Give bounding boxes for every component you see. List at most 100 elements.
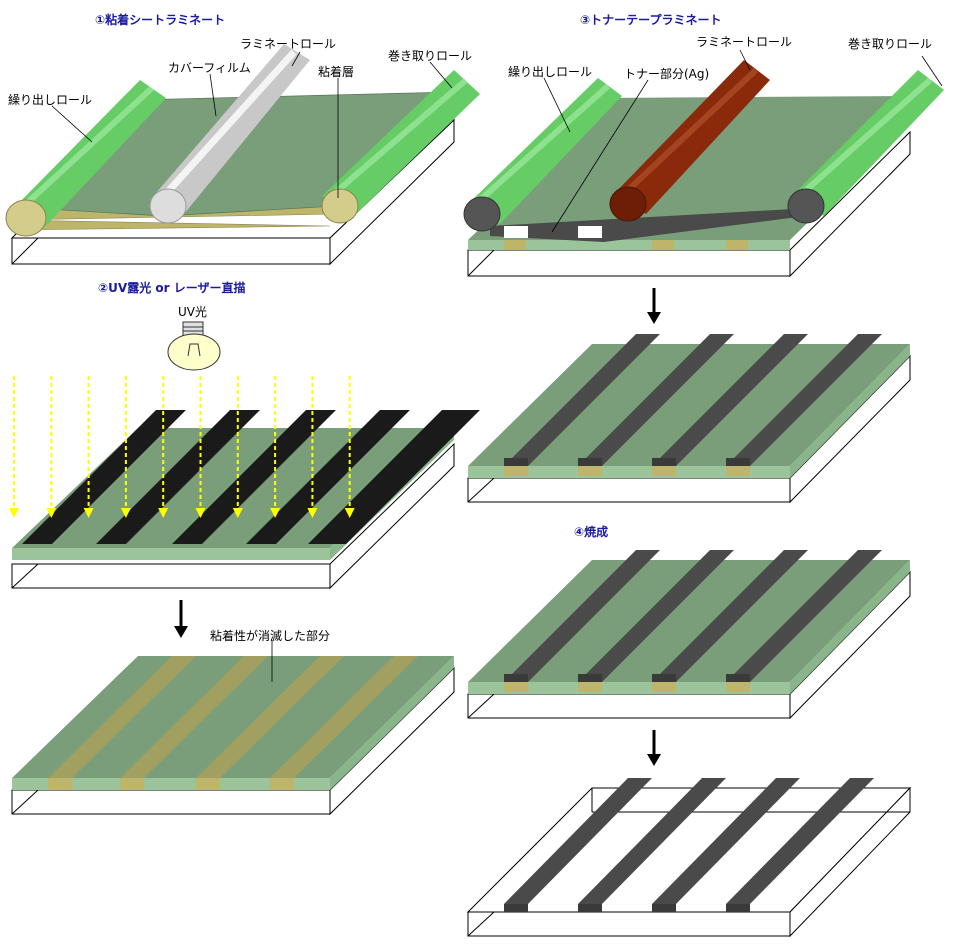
step1-laminate-roll (149, 44, 310, 224)
adhesive-pad (726, 466, 750, 476)
tack-free-edge (196, 778, 220, 790)
mask-bar (22, 410, 186, 544)
step3-laminate-roll (609, 60, 770, 222)
step2-title: ②UV露光 or レーザー直描 (98, 280, 245, 295)
mask-bar (96, 410, 260, 544)
toner-line-front (504, 458, 528, 466)
step3-leaders (543, 49, 943, 233)
uv-lamp-label: UV光 (178, 305, 207, 319)
uv-ray-head (9, 508, 19, 518)
step3-title: ③トナーテープラミネート (580, 12, 721, 27)
toner-line (726, 550, 882, 682)
toner-line (726, 334, 882, 466)
tack-free-edge (270, 778, 294, 790)
toner-line (504, 550, 660, 682)
adhesive-pad (726, 682, 750, 692)
adhesive-pad (578, 682, 602, 692)
step1-laminate-roll-label: ラミネートロール (240, 37, 336, 51)
tack-free-stripe (270, 656, 418, 778)
arrow-down-icon (647, 288, 661, 324)
fired-lines (504, 550, 882, 692)
step1-panel: ①粘着シートラミネート (5, 12, 480, 266)
step2b-panel: 粘着性が消滅した部分 (11, 628, 455, 816)
step3-laminate-roll-label: ラミネートロール (696, 35, 792, 49)
electrode-line-front (726, 904, 750, 912)
step2b-label: 粘着性が消滅した部分 (210, 628, 330, 643)
step1-cover-film-label: カバーフィルム (168, 61, 251, 75)
step2-panel: ②UV露光 or レーザー直描 UV光 (9, 280, 480, 590)
toner-line-front (578, 674, 602, 682)
toner-line-front (652, 458, 676, 466)
step1-feed-roll (5, 80, 166, 237)
step3-substrate (467, 130, 911, 278)
step1-leaders (51, 51, 453, 198)
uv-ray-head (307, 508, 318, 518)
toner-line (578, 550, 734, 682)
toner-line (504, 334, 660, 466)
step2-substrate (11, 442, 455, 590)
tack-free-stripe (120, 656, 268, 778)
adhesive-pad (652, 466, 676, 476)
step3-adhesive-pads (504, 240, 748, 250)
tack-free-edge (120, 778, 144, 790)
uv-ray-head (120, 508, 131, 518)
toner-line-front (726, 674, 750, 682)
toner-line-front (578, 458, 602, 466)
mask-bar (246, 410, 410, 544)
electrode-line-front (578, 904, 602, 912)
uv-ray-head (158, 508, 169, 518)
electrode-line (578, 778, 726, 904)
adhesive-pad (504, 466, 528, 476)
toner-line (652, 550, 808, 682)
electrode-line-front (652, 904, 676, 912)
step1-takeup-roll-label: 巻き取りロール (388, 49, 472, 63)
toner-line-front (504, 674, 528, 682)
final-panel (466, 778, 912, 938)
uv-ray-head (195, 508, 206, 518)
step1-adhesive-label: 粘着層 (318, 64, 354, 79)
toner-lines (504, 334, 882, 476)
uv-ray-head (232, 508, 243, 518)
step1-feed-roll-label: 繰り出しロール (8, 93, 92, 107)
step3b-panel (467, 334, 911, 504)
mask-bar (172, 410, 336, 544)
step3b-substrate (467, 354, 911, 504)
step4-panel: ④焼成 (467, 524, 911, 720)
step1-title: ①粘着シートラミネート (95, 12, 225, 27)
electrode-line (504, 778, 652, 904)
toner-line (652, 334, 808, 466)
electrode-lines (504, 778, 874, 912)
step3-toner-label: トナー部分(Ag) (624, 66, 709, 81)
step2b-film (12, 656, 454, 778)
adhesive-pad (504, 682, 528, 692)
step3-feed-roll (463, 78, 622, 232)
step1-takeup-roll (321, 70, 480, 224)
step3-panel: ③トナーテープラミネート (463, 12, 944, 278)
step4-title: ④焼成 (574, 524, 608, 539)
arrow-down-icon (647, 730, 661, 766)
arrow-down-icon (174, 600, 188, 638)
uv-ray-head (344, 508, 355, 518)
toner-line-front (652, 674, 676, 682)
step3-takeup-roll (787, 70, 944, 224)
electrode-line (652, 778, 800, 904)
electrode-line (726, 778, 874, 904)
adhesive-pad (578, 466, 602, 476)
uv-lamp-icon (167, 321, 221, 371)
tack-free-stripe (196, 656, 344, 778)
uv-rays (9, 376, 355, 518)
uv-ray-head (83, 508, 94, 518)
tack-free-stripes (48, 656, 418, 790)
step2b-substrate (11, 666, 455, 816)
step3-feed-roll-label: 繰り出しロール (508, 65, 592, 79)
uv-ray-head (46, 508, 57, 518)
electrode-line-front (504, 904, 528, 912)
toner-line (578, 334, 734, 466)
step3-takeup-roll-label: 巻き取りロール (848, 37, 932, 51)
tack-free-stripe (48, 656, 196, 778)
adhesive-pad (652, 682, 676, 692)
toner-line-front (726, 458, 750, 466)
tack-free-edge (48, 778, 72, 790)
uv-ray-head (270, 508, 281, 518)
